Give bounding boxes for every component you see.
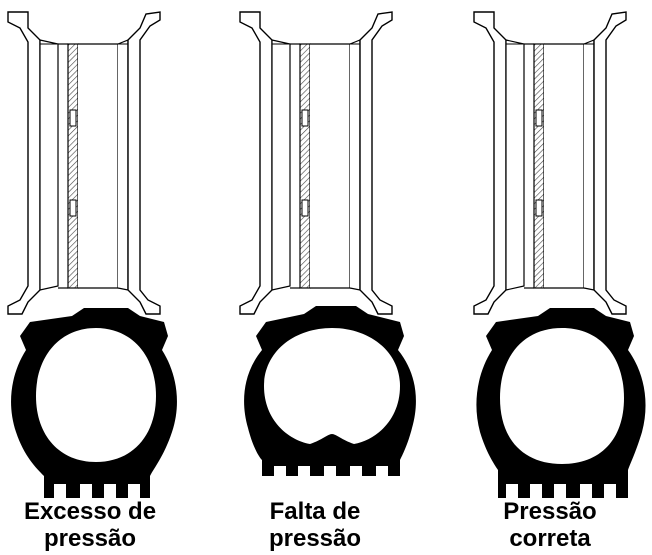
- wheel-rim: [473, 11, 627, 315]
- tire-over-inflated: [11, 308, 177, 498]
- caption-line: pressão: [43, 525, 137, 552]
- caption-line: correta: [509, 525, 591, 552]
- caption-over-inflated: Excesso de pressão: [0, 498, 180, 552]
- caption-correct-pressure: Pressão correta: [460, 498, 640, 552]
- caption-line: pressão: [268, 525, 362, 552]
- caption-line: Falta de: [269, 498, 361, 525]
- caption-under-inflated: Falta de pressão: [225, 498, 405, 552]
- panel-correct-pressure: [473, 11, 646, 498]
- tire-correct-pressure: [476, 308, 646, 498]
- panel-over-inflated: [7, 11, 177, 498]
- wheel-rim: [239, 11, 393, 315]
- panel-under-inflated: [239, 11, 416, 476]
- wheel-rim: [7, 11, 161, 315]
- caption-line: Excesso de: [23, 498, 157, 525]
- caption-line: Pressão: [503, 498, 597, 525]
- tire-under-inflated: [244, 306, 416, 476]
